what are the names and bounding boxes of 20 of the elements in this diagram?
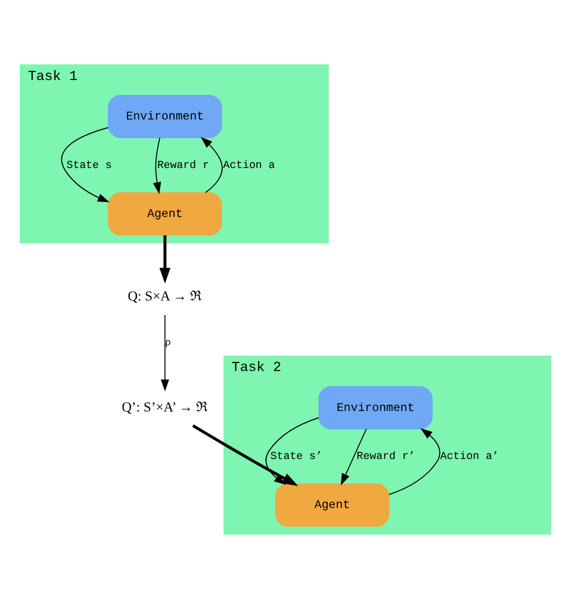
edge-label: ρ bbox=[165, 336, 171, 348]
edge-label: State s bbox=[66, 160, 112, 172]
edge-label: Action a’ bbox=[440, 451, 499, 464]
arrow bbox=[159, 235, 170, 284]
arrow bbox=[388, 428, 440, 495]
edge-label: State s’ bbox=[270, 451, 322, 464]
node-box: Agent bbox=[108, 192, 222, 236]
node-box: Environment bbox=[108, 94, 222, 138]
node-text: Q’: S’×A’ → ℜ bbox=[122, 399, 208, 414]
arrow bbox=[200, 136, 223, 194]
arrow bbox=[160, 314, 170, 392]
edge-label: Reward r bbox=[157, 160, 210, 172]
node-text: Q: S×A → ℜ bbox=[128, 288, 202, 304]
node-box: Environment bbox=[318, 386, 433, 430]
edge-label: Reward r’ bbox=[356, 451, 416, 464]
arrow bbox=[152, 137, 162, 194]
edge-label: Action a bbox=[223, 160, 276, 172]
arrow bbox=[61, 127, 110, 202]
node-box: Agent bbox=[275, 484, 390, 527]
arrow bbox=[340, 428, 367, 486]
